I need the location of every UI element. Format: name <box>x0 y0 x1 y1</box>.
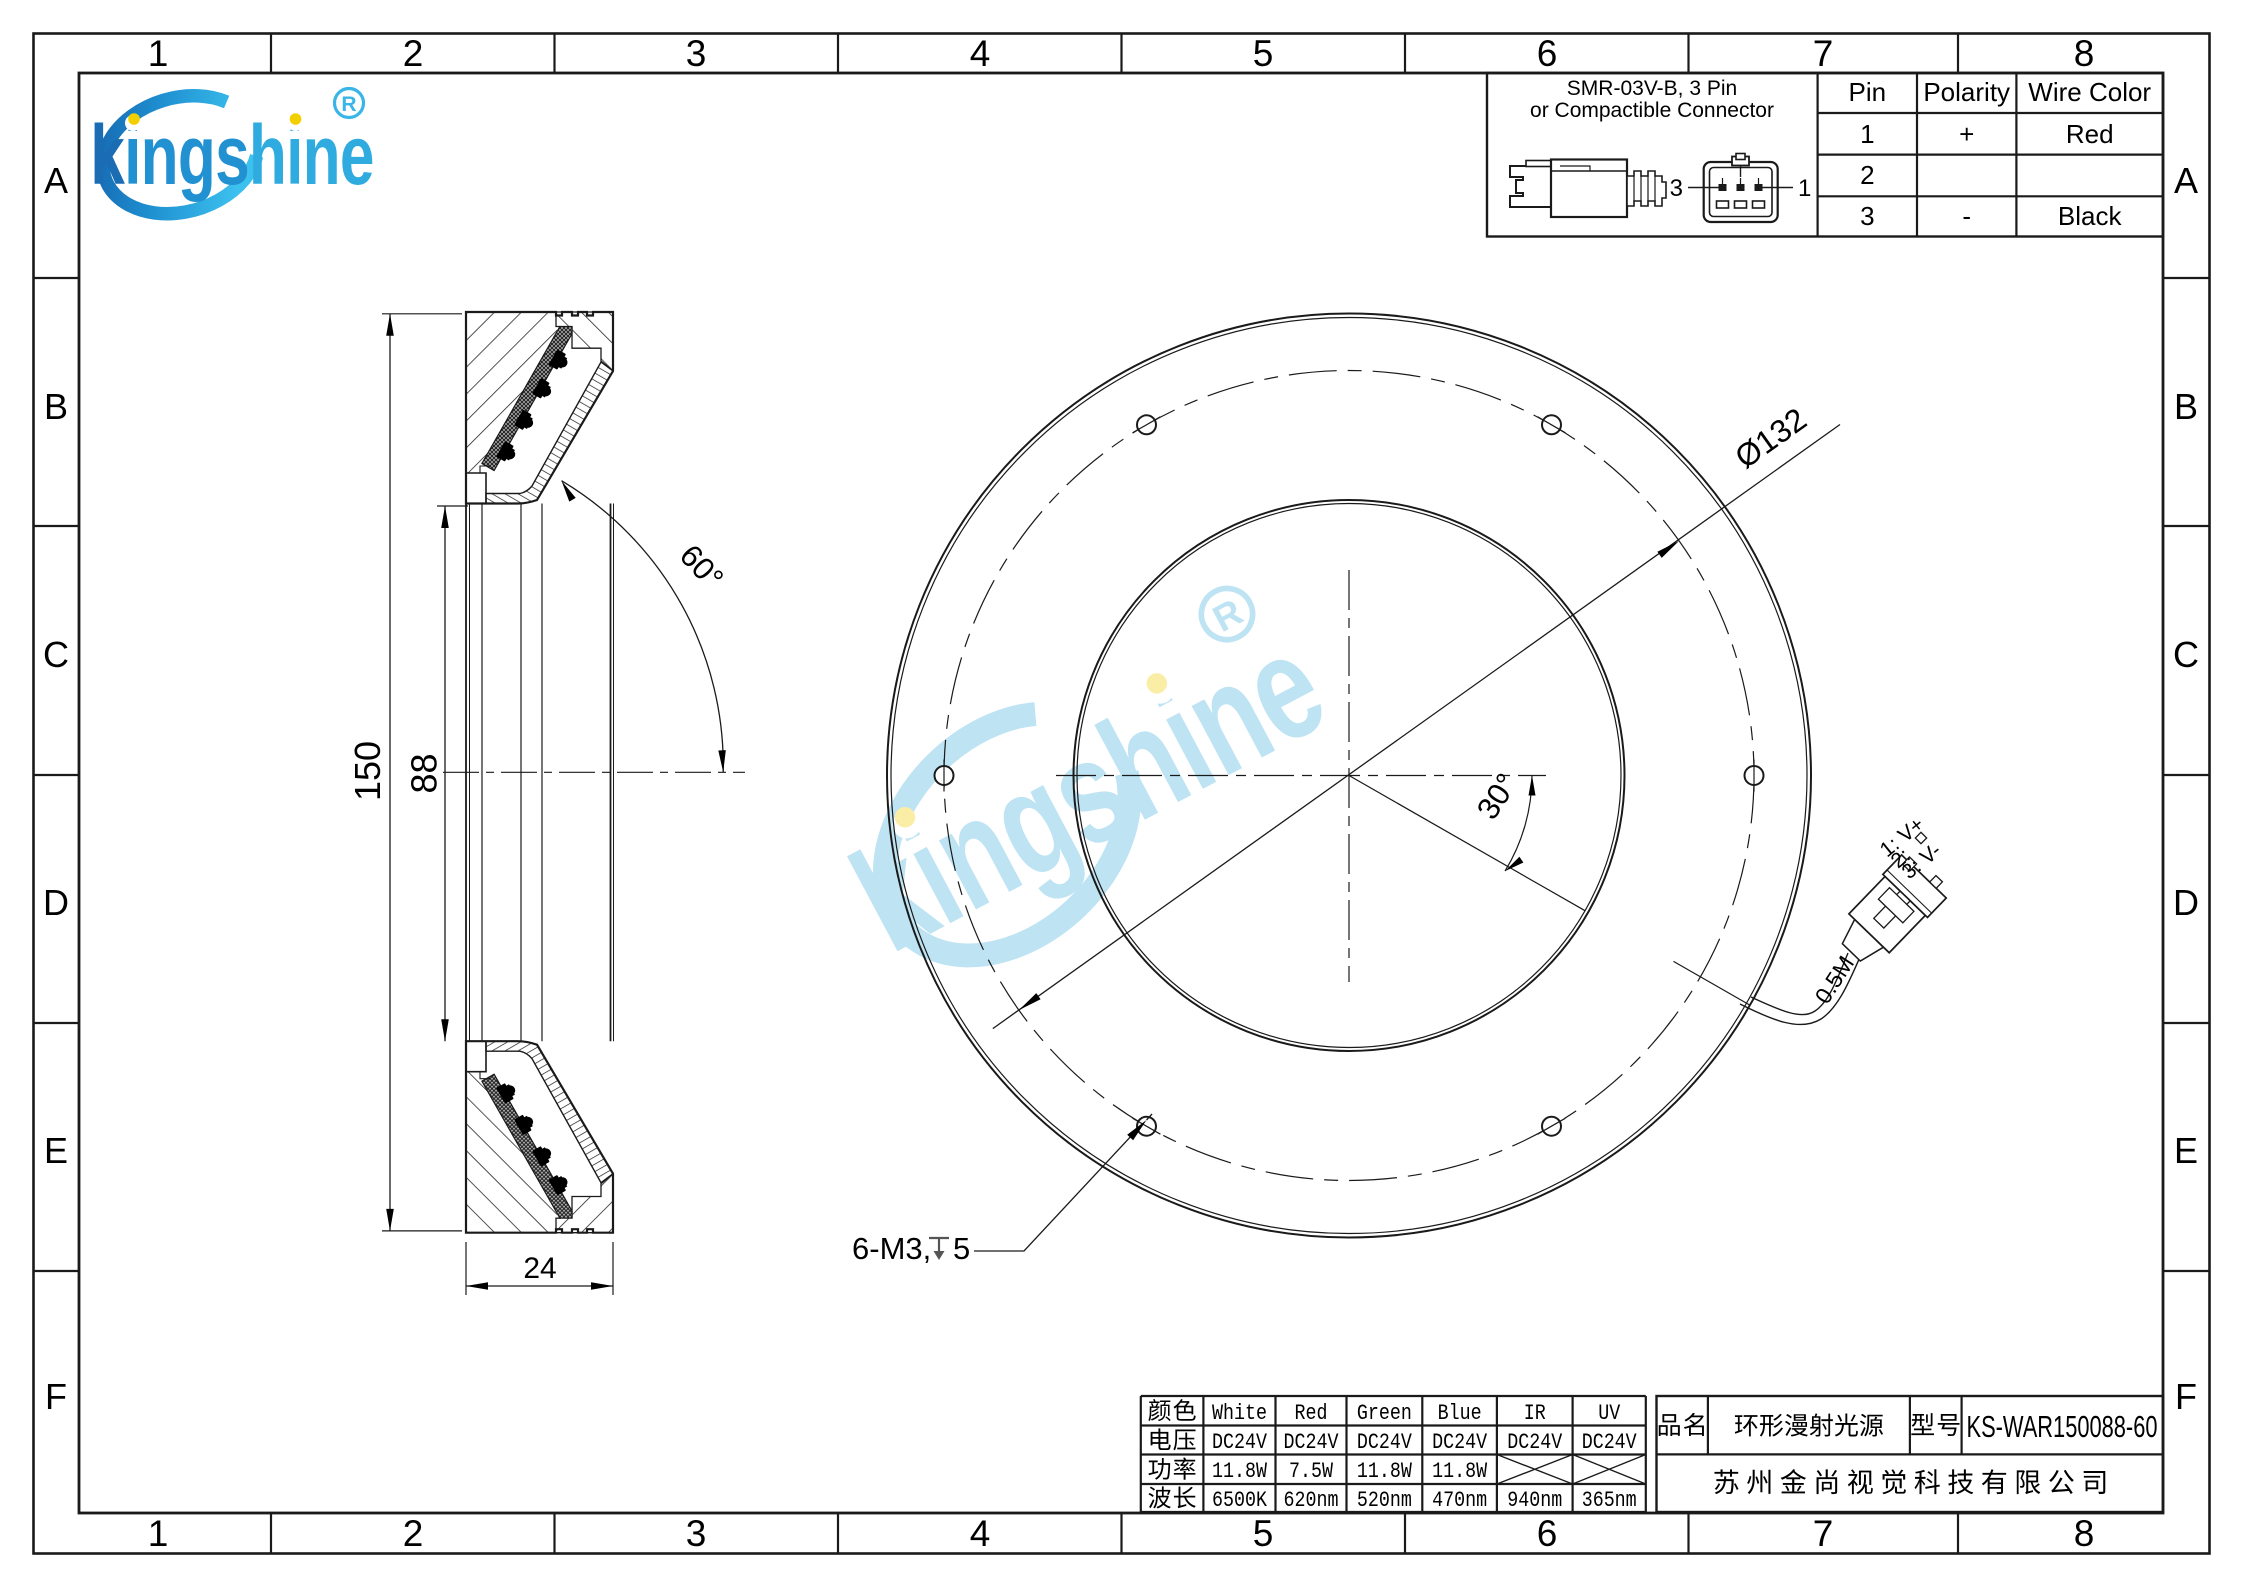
svg-text:DC24V: DC24V <box>1582 1430 1638 1455</box>
svg-text:kingshine: kingshine <box>90 108 373 202</box>
svg-text:or Compactible Connector: or Compactible Connector <box>1530 99 1774 122</box>
svg-text:White: White <box>1212 1401 1267 1426</box>
svg-text:5: 5 <box>1253 33 1274 74</box>
svg-text:11.8W: 11.8W <box>1212 1459 1268 1484</box>
svg-text:1: 1 <box>148 33 169 74</box>
svg-text:6-M3,: 6-M3, <box>852 1231 931 1266</box>
svg-text:KS-WAR150088-60: KS-WAR150088-60 <box>1967 1409 2158 1444</box>
svg-text:1: 1 <box>1860 119 1874 149</box>
svg-text:IR: IR <box>1524 1401 1546 1426</box>
svg-text:Green: Green <box>1357 1401 1412 1426</box>
svg-text:C: C <box>43 634 69 675</box>
svg-text:6: 6 <box>1537 33 1558 74</box>
svg-text:3: 3 <box>686 33 707 74</box>
svg-text:E: E <box>2174 1130 2198 1171</box>
svg-text:3: 3 <box>1670 175 1683 202</box>
svg-text:2: 2 <box>1860 160 1874 190</box>
svg-text:D: D <box>2173 882 2199 923</box>
svg-text:5: 5 <box>1253 1513 1274 1554</box>
svg-text:B: B <box>44 386 68 427</box>
svg-text:11.8W: 11.8W <box>1357 1459 1413 1484</box>
svg-text:Pin: Pin <box>1849 77 1887 107</box>
svg-text:F: F <box>2175 1376 2197 1417</box>
svg-text:5: 5 <box>953 1231 970 1266</box>
svg-text:SMR-03V-B, 3 Pin: SMR-03V-B, 3 Pin <box>1567 77 1737 100</box>
svg-text:7: 7 <box>1813 1513 1834 1554</box>
svg-text:UV: UV <box>1598 1401 1621 1426</box>
svg-text:7.5W: 7.5W <box>1289 1459 1334 1484</box>
svg-text:365nm: 365nm <box>1582 1488 1637 1513</box>
svg-text:R: R <box>341 93 356 116</box>
svg-text:3: 3 <box>686 1513 707 1554</box>
svg-text:Black: Black <box>2058 201 2123 231</box>
svg-text:DC24V: DC24V <box>1284 1430 1340 1455</box>
svg-text:Polarity: Polarity <box>1923 77 2010 107</box>
svg-text:DC24V: DC24V <box>1357 1430 1413 1455</box>
svg-text:A: A <box>2174 160 2198 201</box>
svg-text:1: 1 <box>1798 175 1811 202</box>
svg-text:DC24V: DC24V <box>1212 1430 1268 1455</box>
svg-text:2: 2 <box>403 1513 424 1554</box>
svg-text:-: - <box>1962 201 1971 231</box>
svg-text:DC24V: DC24V <box>1432 1430 1488 1455</box>
svg-text:8: 8 <box>2074 33 2095 74</box>
svg-text:4: 4 <box>970 33 991 74</box>
svg-text:4: 4 <box>970 1513 991 1554</box>
svg-text:150: 150 <box>347 741 388 801</box>
svg-text:6: 6 <box>1537 1513 1558 1554</box>
svg-text:C: C <box>2173 634 2199 675</box>
svg-text:24: 24 <box>523 1252 556 1285</box>
svg-text:F: F <box>45 1376 67 1417</box>
svg-text:6500K: 6500K <box>1212 1488 1268 1513</box>
svg-text:B: B <box>2174 386 2198 427</box>
svg-text:8: 8 <box>2074 1513 2095 1554</box>
svg-text:11.8W: 11.8W <box>1432 1459 1488 1484</box>
svg-text:E: E <box>44 1130 68 1171</box>
svg-text:+: + <box>1959 119 1974 149</box>
svg-text:2: 2 <box>403 33 424 74</box>
svg-text:520nm: 520nm <box>1357 1488 1412 1513</box>
svg-text:DC24V: DC24V <box>1507 1430 1563 1455</box>
svg-text:940nm: 940nm <box>1507 1488 1562 1513</box>
svg-text:88: 88 <box>404 753 445 793</box>
svg-text:1: 1 <box>148 1513 169 1554</box>
svg-text:A: A <box>44 160 68 201</box>
svg-text:7: 7 <box>1813 33 1834 74</box>
svg-text:470nm: 470nm <box>1432 1488 1487 1513</box>
svg-text:620nm: 620nm <box>1284 1488 1339 1513</box>
svg-text:Red: Red <box>2066 119 2114 149</box>
svg-text:D: D <box>43 882 69 923</box>
svg-text:Wire Color: Wire Color <box>2028 77 2151 107</box>
svg-text:3: 3 <box>1860 201 1874 231</box>
svg-text:Red: Red <box>1295 1401 1328 1426</box>
svg-text:Blue: Blue <box>1438 1401 1482 1426</box>
